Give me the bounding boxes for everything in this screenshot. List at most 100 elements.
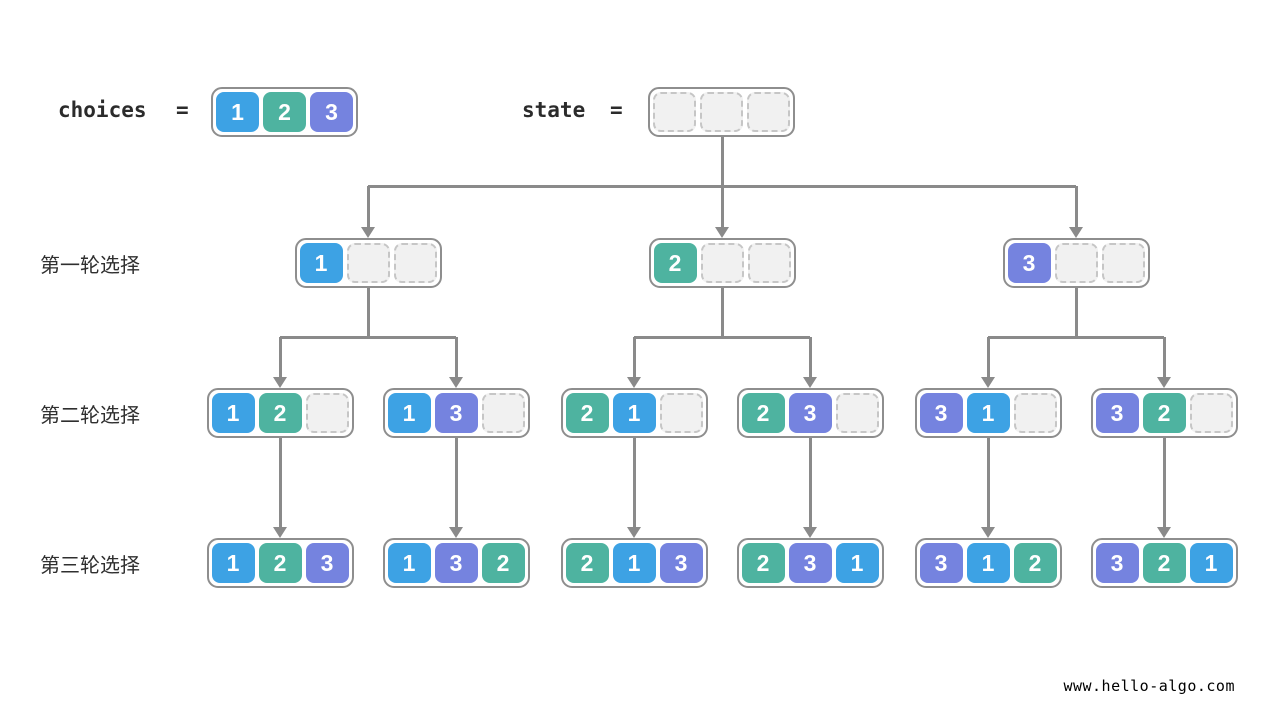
connector-line — [808, 438, 812, 528]
choices-label: choices — [58, 98, 147, 122]
empty-cell — [1013, 393, 1057, 433]
value-cell: 3 — [788, 393, 832, 433]
arrow-down-icon — [627, 377, 641, 388]
arrow-down-icon — [1157, 377, 1171, 388]
value-cell: 2 — [258, 543, 302, 583]
value-cell: 1 — [211, 543, 255, 583]
empty-cell — [481, 393, 525, 433]
empty-cell — [835, 393, 879, 433]
connector-line — [280, 335, 456, 339]
value-cell: 2 — [263, 92, 306, 132]
value-cell: 2 — [1013, 543, 1057, 583]
arrow-down-icon — [803, 377, 817, 388]
round-label: 第三轮选择 — [40, 555, 140, 577]
arrow-down-icon — [715, 227, 729, 238]
value-cell: 3 — [434, 393, 478, 433]
connector-line — [454, 337, 458, 378]
arrow-down-icon — [273, 527, 287, 538]
connector-line — [1162, 337, 1166, 378]
value-cell: 2 — [741, 543, 785, 583]
equals-icon: = — [610, 98, 623, 122]
value-cell: 3 — [919, 393, 963, 433]
value-cell: 2 — [565, 393, 609, 433]
tree-node: 3 — [1002, 238, 1150, 288]
arrow-down-icon — [981, 377, 995, 388]
value-cell: 3 — [659, 543, 703, 583]
value-cell: 2 — [1142, 393, 1186, 433]
connector-line — [366, 288, 370, 339]
connector-line — [632, 337, 636, 378]
connector-line — [1074, 288, 1078, 339]
arrow-down-icon — [803, 527, 817, 538]
arrow-down-icon — [1157, 527, 1171, 538]
value-cell: 1 — [966, 543, 1010, 583]
value-cell: 1 — [216, 92, 259, 132]
tree-node: 2 — [648, 238, 796, 288]
empty-cell — [747, 92, 790, 132]
tree-node: 1 — [294, 238, 442, 288]
empty-cell — [700, 243, 744, 283]
connector-line — [1074, 186, 1078, 228]
value-cell: 2 — [653, 243, 697, 283]
value-cell: 1 — [387, 543, 431, 583]
value-cell: 1 — [612, 543, 656, 583]
connector-line — [454, 438, 458, 528]
value-cell: 3 — [1095, 393, 1139, 433]
arrow-down-icon — [627, 527, 641, 538]
watermark: www.hello-algo.com — [1063, 677, 1235, 695]
connector-line — [720, 137, 724, 186]
empty-cell — [393, 243, 437, 283]
round-label: 第一轮选择 — [40, 255, 140, 277]
value-cell: 3 — [305, 543, 349, 583]
value-cell: 3 — [434, 543, 478, 583]
empty-cell — [1054, 243, 1098, 283]
value-cell: 3 — [788, 543, 832, 583]
connector-line — [278, 438, 282, 528]
value-cell: 2 — [258, 393, 302, 433]
arrow-down-icon — [1069, 227, 1083, 238]
arrow-down-icon — [449, 527, 463, 538]
value-cell: 1 — [612, 393, 656, 433]
empty-cell — [653, 92, 696, 132]
connector-line — [366, 186, 370, 228]
empty-cell — [305, 393, 349, 433]
arrow-down-icon — [981, 527, 995, 538]
arrow-down-icon — [361, 227, 375, 238]
empty-cell — [700, 92, 743, 132]
arrow-down-icon — [273, 377, 287, 388]
connector-line — [1162, 438, 1166, 528]
value-cell: 1 — [299, 243, 343, 283]
value-cell: 1 — [966, 393, 1010, 433]
state-label: state — [522, 98, 586, 122]
value-cell: 3 — [919, 543, 963, 583]
connector-line — [808, 337, 812, 378]
empty-cell — [1189, 393, 1233, 433]
value-cell: 2 — [481, 543, 525, 583]
value-cell: 2 — [1142, 543, 1186, 583]
equals-icon: = — [176, 98, 189, 122]
connector-line — [720, 288, 724, 339]
value-cell: 2 — [741, 393, 785, 433]
connector-line — [634, 335, 810, 339]
value-cell: 3 — [1095, 543, 1139, 583]
empty-cell — [346, 243, 390, 283]
value-cell: 3 — [1007, 243, 1051, 283]
value-cell: 3 — [310, 92, 353, 132]
state-box — [648, 87, 795, 137]
value-cell: 1 — [387, 393, 431, 433]
empty-cell — [659, 393, 703, 433]
arrow-down-icon — [449, 377, 463, 388]
value-cell: 1 — [211, 393, 255, 433]
value-cell: 2 — [565, 543, 609, 583]
